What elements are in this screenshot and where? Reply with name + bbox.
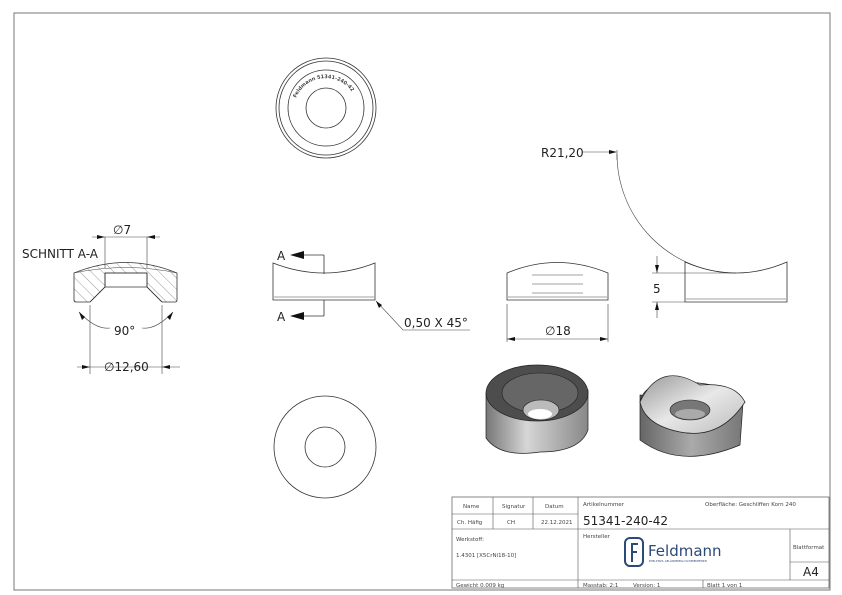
chamfer-dim: 0,50 X 45° <box>404 316 468 330</box>
sheet-number: Blatt 1 von 1 <box>707 583 742 589</box>
date-header: Datum <box>545 504 564 510</box>
signature-header: Signatur <box>502 504 526 510</box>
height-dim: 5 <box>653 282 661 296</box>
article-number: 51341-240-42 <box>583 514 668 528</box>
name-header: Name <box>463 504 480 510</box>
material-label: Werkstoff: <box>456 537 484 543</box>
top-view: Feldmann 51341-240-42 <box>275 57 377 159</box>
drafter-signature: CH <box>507 520 515 526</box>
hole-diameter-dim: ∅7 <box>113 223 131 237</box>
material-value: 1.4301 [X5CrNi18-10] <box>456 553 516 559</box>
article-label: Artikelnummer <box>583 502 625 508</box>
feldmann-logo: Feldmann EDELSTAHL GELÄNDERBAU SCHMIEDEE… <box>624 537 722 567</box>
right-view: R21,20 5 <box>541 146 788 318</box>
bottom-view <box>273 395 377 499</box>
front-view: ∅18 <box>506 262 609 342</box>
format-label: Blattformat <box>793 545 825 551</box>
drawing-date: 22.12.2021 <box>541 520 573 526</box>
weight: Gewicht 0.009 kg <box>456 583 504 589</box>
svg-text:EDELSTAHL GELÄNDERBAU SCHMIEDE: EDELSTAHL GELÄNDERBAU SCHMIEDEEISEN <box>649 558 707 563</box>
section-marker-bottom: A <box>277 310 286 324</box>
manufacturer-label: Hersteller <box>583 534 611 540</box>
version: Version: 1 <box>633 583 660 589</box>
surface-finish: Oberfläche: Geschliffen Korn 240 <box>705 502 796 508</box>
radius-dim: R21,20 <box>541 146 584 160</box>
drafter-name: Ch. Häfig <box>457 520 482 526</box>
scale: Masstab: 2:1 <box>583 583 618 589</box>
section-view: SCHNITT A-A ∅7 ∅12,60 90° <box>22 223 180 374</box>
section-label: SCHNITT A-A <box>22 247 99 261</box>
countersink-diameter-dim: ∅12,60 <box>104 360 149 374</box>
sheet-format: A4 <box>803 565 819 579</box>
side-view: A A 0,50 X 45° <box>272 249 470 331</box>
isometric-render-top <box>485 364 589 454</box>
svg-text:Feldmann: Feldmann <box>648 542 722 560</box>
engraving-text: Feldmann 51341-240-42 <box>292 74 355 99</box>
drawing-frame <box>13 12 831 591</box>
isometric-render-bottom <box>639 375 746 457</box>
title-block: Name Signatur Datum Ch. Häfig CH 22.12.2… <box>451 496 830 589</box>
outer-diameter-dim: ∅18 <box>545 324 571 338</box>
section-marker-top: A <box>277 249 286 263</box>
countersink-angle-dim: 90° <box>114 324 135 338</box>
